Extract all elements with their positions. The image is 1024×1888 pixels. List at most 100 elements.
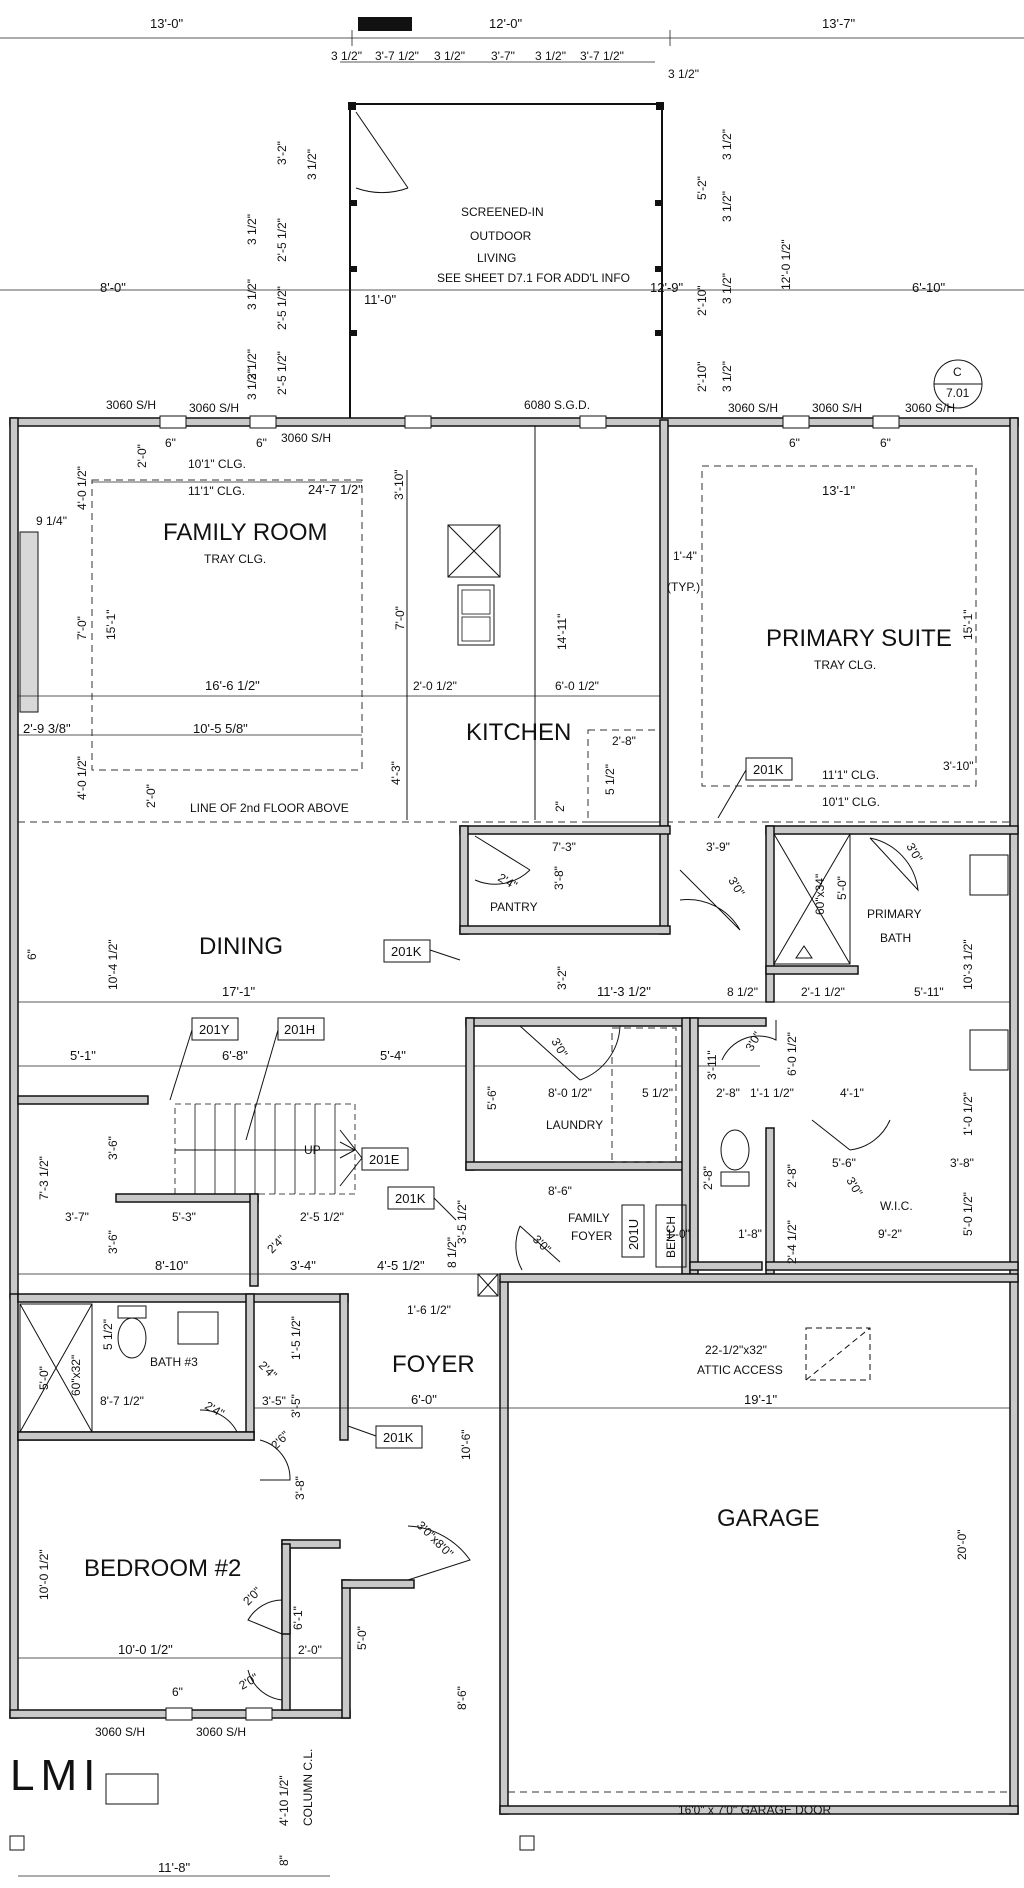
dim-porch-l6: 2'-5 1/2"	[275, 286, 289, 330]
porch-label-3: LIVING	[477, 251, 516, 265]
dim-ps-2-1: 2'-1 1/2"	[801, 985, 845, 999]
foyer-label: FOYER	[392, 1351, 475, 1378]
dining: DINING 6" 10'-4 1/2" 17'-1" 201K 3'-2" 1…	[18, 933, 1010, 1141]
dim-k-3-8: 3'-8"	[552, 866, 566, 890]
tag-201k: 201K	[383, 1430, 414, 1445]
second-floor-note: LINE OF 2nd FLOOR ABOVE	[190, 801, 349, 815]
dim-g-20-0: 20'-0"	[955, 1529, 969, 1560]
dim-l-3-0: 3'0"	[548, 1036, 570, 1060]
pantry: 7'-3" 3'-8" 2'4" PANTRY	[459, 825, 671, 935]
dim-g-19-1: 19'-1"	[744, 1392, 778, 1407]
toilet-bath3	[117, 1317, 147, 1359]
porch-label-1: SCREENED-IN	[461, 205, 544, 219]
tag-201k: 201K	[753, 762, 784, 777]
porch-outline	[349, 103, 663, 423]
dim-d-3-2: 3'-2"	[555, 966, 569, 990]
section-letter: C	[953, 365, 962, 379]
dim-l-5-1-2: 5 1/2"	[642, 1086, 673, 1100]
dim-porch-7: 3 1/2"	[668, 67, 699, 81]
window-label: 3060 S/H	[905, 401, 955, 415]
dim-s-2-5: 2'-5 1/2"	[300, 1210, 344, 1224]
tag-201k: 201K	[391, 944, 422, 959]
attic-note-2: ATTIC ACCESS	[697, 1363, 783, 1377]
dim-d-6: 6"	[25, 949, 39, 960]
dim-b-8-7: 8'-7 1/2"	[100, 1394, 144, 1408]
dim-w-3-8: 3'-8"	[950, 1156, 974, 1170]
dim-d-10-4: 10'-4 1/2"	[106, 939, 120, 990]
dim-b-3-5b: 3'-5"	[289, 1394, 303, 1418]
dim-w-5-0: 5'-0 1/2"	[961, 1192, 975, 1236]
dim-br-3-8: 3'-8"	[293, 1476, 307, 1500]
window-label: 3060 S/H	[189, 401, 239, 415]
dim-e-8-6: 8'-6"	[455, 1686, 469, 1710]
dim-k-2: 2"	[553, 801, 567, 812]
dim-ff-8-6: 8'-6"	[548, 1184, 572, 1198]
dim-b-2-4b: 2'4"	[256, 1358, 280, 1382]
dim-br-6-1: 6'-1"	[291, 1606, 305, 1630]
typ-note: (TYP.)	[667, 580, 700, 594]
dim-s-7-3: 7'-3 1/2"	[37, 1156, 51, 1200]
dim-porch-4: 3'-7"	[491, 49, 515, 63]
window-label: 3060 S/H	[728, 401, 778, 415]
bench	[655, 1204, 687, 1268]
dim-fr-7-0: 7'-0"	[75, 616, 89, 640]
porch-label-2: OUTDOOR	[470, 229, 532, 243]
dim-l-6-0: 6'-0 1/2"	[785, 1032, 799, 1076]
garage-label: GARAGE	[717, 1505, 820, 1532]
clg-label: 10'1" CLG.	[188, 457, 246, 471]
dim-ps-1-4: 1'-4"	[673, 549, 697, 563]
dim-porch-r1: 5'-2"	[695, 176, 709, 200]
logo-text: LMI	[10, 1751, 101, 1800]
sink-primary-1	[969, 854, 1009, 896]
dim-s-5-3: 5'-3"	[172, 1210, 196, 1224]
dim-d-6-8: 6'-8"	[222, 1048, 248, 1063]
shower-primary	[773, 833, 851, 965]
dim-b-3-5: 3'-5"	[262, 1394, 286, 1408]
laundry-label: LAUNDRY	[546, 1118, 603, 1132]
dim-w-2-8b: 2'-8"	[785, 1164, 799, 1188]
family-foyer-label-2: FOYER	[571, 1229, 613, 1243]
powder-room: 3'-11" 3'0" 6'-0 1/2" 2'-8" 1'-1 1/2" 2'…	[689, 1017, 799, 1275]
dim-br-10-0v: 10'-0 1/2"	[37, 1549, 51, 1600]
dim-k-2-4: 2'4"	[496, 870, 520, 892]
dim-porch-2: 3'-7 1/2"	[375, 49, 419, 63]
dim-left-8: 8'-0"	[100, 280, 126, 295]
dim-ps-8-1-2: 8 1/2"	[727, 985, 758, 999]
window-label: 3060 S/H	[812, 401, 862, 415]
fireplace	[19, 531, 39, 713]
dim-porch-r7: 3 1/2"	[720, 361, 734, 392]
dim-s-3-4: 3'-4"	[290, 1258, 316, 1273]
dim-fr-3-10: 3'-10"	[392, 469, 406, 500]
dim-e-11-8: 11'-8"	[158, 1860, 191, 1875]
dim-br-6: 6"	[172, 1685, 183, 1699]
dim-fr-2-0: 2'-0"	[135, 444, 149, 468]
clg-label: 11'1" CLG.	[188, 484, 245, 498]
sink-primary-2	[969, 1029, 1009, 1071]
dim-porch-12-9: 12'-9"	[650, 280, 684, 295]
dim-ff-8-1-2: 8 1/2"	[445, 1237, 459, 1268]
dim-porch-11: 11'-0"	[364, 292, 397, 307]
entry-bottom: 5'-0" 8'-6" 3060 S/H 3060 S/H 4'-10 1/2"…	[9, 1626, 535, 1877]
dim-porch-r6: 2'-10"	[695, 361, 709, 392]
dim-ff-4-5: 4'-5 1/2"	[377, 1258, 425, 1273]
family-room-label: FAMILY ROOM	[163, 519, 327, 546]
bench-label: BENCH	[664, 1216, 678, 1258]
dim-ps-10-3: 10'-3 1/2"	[961, 939, 975, 990]
dim-ff-3-5: 3'-5 1/2"	[455, 1200, 469, 1244]
kitchen-label: KITCHEN	[466, 719, 571, 746]
dim-s-3-6: 3'-6"	[106, 1136, 120, 1160]
shower-bath3-label: 60"x32"	[69, 1355, 83, 1396]
wic-label: W.I.C.	[880, 1199, 913, 1213]
dim-w-9-2: 9'-2"	[878, 1227, 902, 1241]
dim-right-6-10: 6'-10"	[912, 280, 946, 295]
dim-f-1-6: 1'-6 1/2"	[407, 1303, 451, 1317]
window-label: 3060 S/H	[196, 1725, 246, 1739]
dim-b-5-1-2: 5 1/2"	[101, 1319, 115, 1350]
window-label: 3060 S/H	[95, 1725, 145, 1739]
dim-porch-3: 3 1/2"	[434, 49, 465, 63]
porch-door-swing	[355, 111, 409, 194]
attic-access	[805, 1327, 871, 1381]
dim-fr-6: 6"	[165, 436, 176, 450]
clg-label: 11'1" CLG.	[822, 768, 879, 782]
dim-porch-l1: 3'-2"	[275, 141, 289, 165]
